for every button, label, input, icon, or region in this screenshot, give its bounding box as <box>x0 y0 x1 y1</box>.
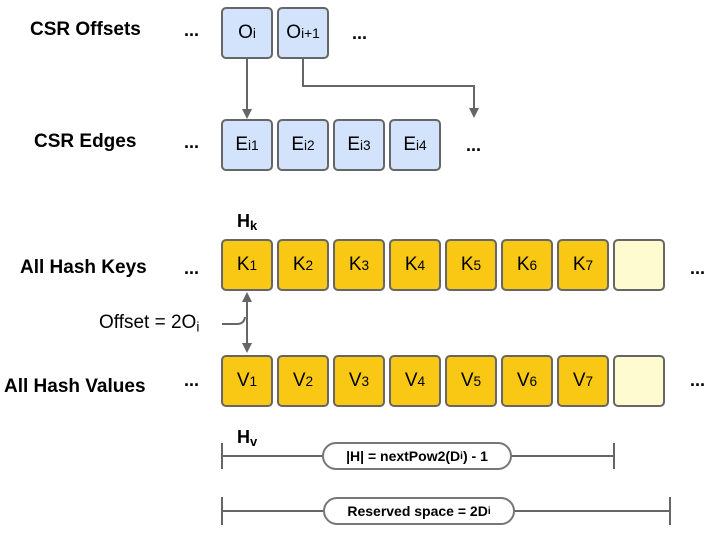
all-hash-keys-label: All Hash Keys <box>20 257 147 278</box>
edges-leading-ellipsis: ... <box>184 132 200 152</box>
next-offset-arrow <box>302 59 479 118</box>
keys-trailing-ellipsis: ... <box>690 258 706 278</box>
edges-trailing-ellipsis: ... <box>466 135 482 155</box>
hk-label: Hk <box>237 211 258 234</box>
empty-key-slot <box>613 239 665 291</box>
all-hash-values-label: All Hash Values <box>4 376 146 397</box>
hv-label: Hv <box>237 427 258 450</box>
values-leading-ellipsis: ... <box>184 370 200 390</box>
offsets-leading-ellipsis: ... <box>184 20 200 40</box>
offsets-trailing-ellipsis: ... <box>352 23 368 43</box>
keys-leading-ellipsis: ... <box>184 258 200 278</box>
offset-note-connector <box>222 316 246 325</box>
csr-edges-label: CSR Edges <box>34 131 137 152</box>
csr-offsets-label: CSR Offsets <box>30 19 141 40</box>
empty-value-slot <box>613 355 665 407</box>
offset-note: Offset = 2Oi <box>99 312 200 335</box>
values-trailing-ellipsis: ... <box>690 370 706 390</box>
